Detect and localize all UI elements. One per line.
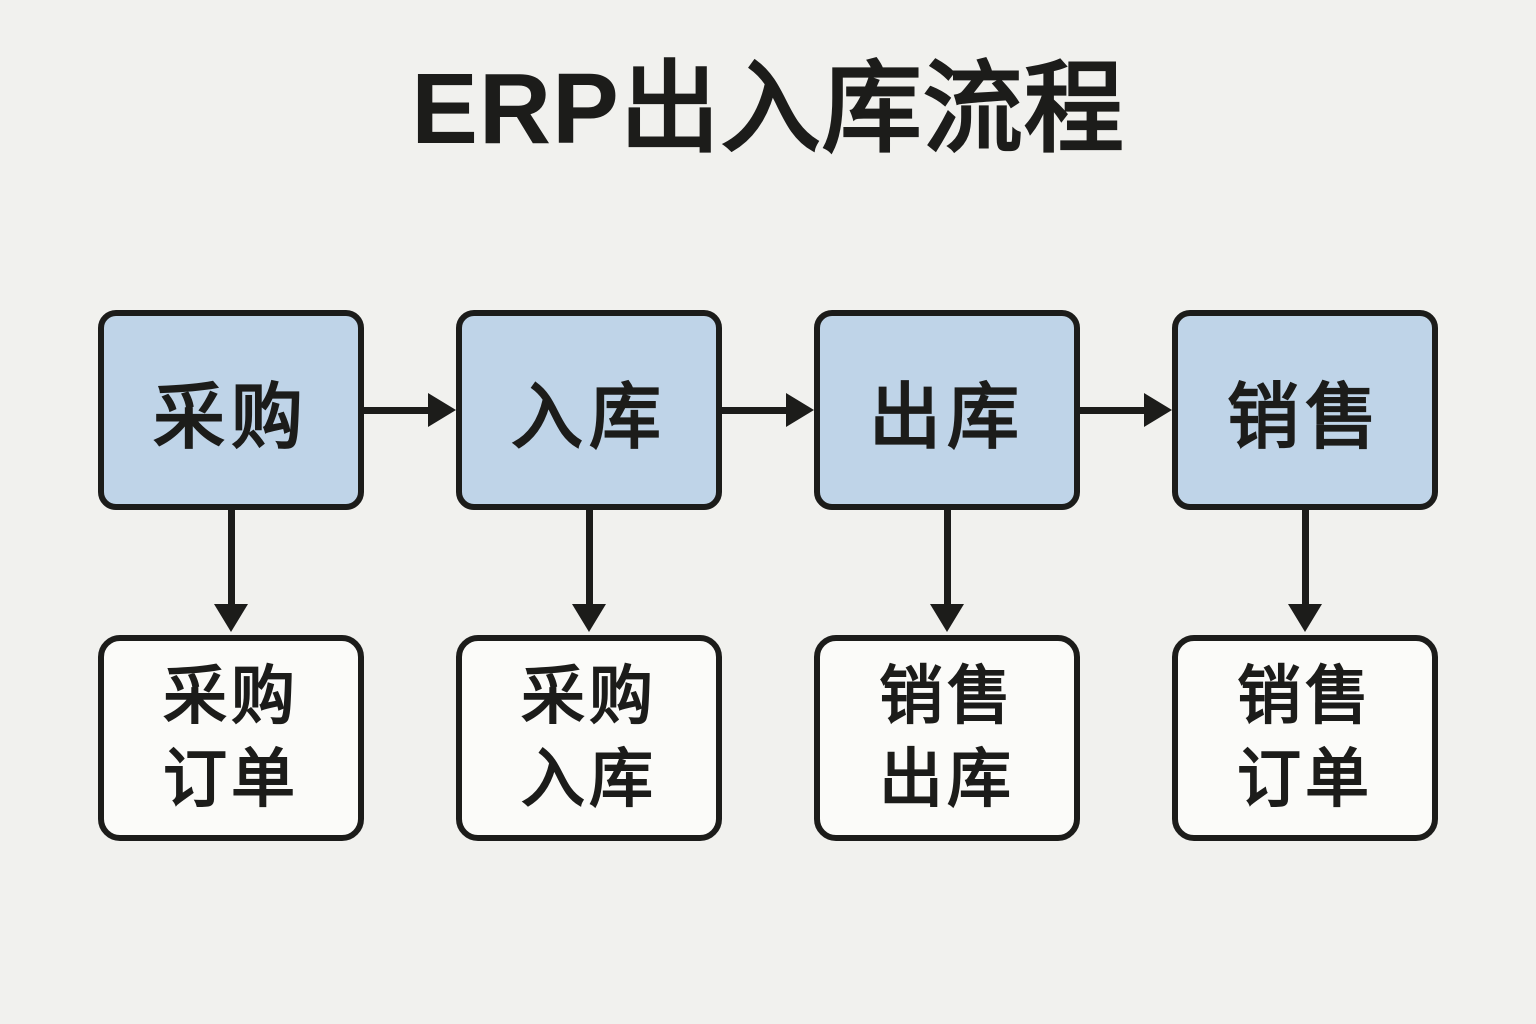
flow-arrow-right-2 xyxy=(722,310,814,510)
flow-arrow-down-3 xyxy=(814,510,1080,635)
document-node-purchase-inbound: 采购 入库 xyxy=(456,635,722,841)
arrow-shaft xyxy=(1301,510,1309,604)
arrow-down-icon xyxy=(214,604,248,632)
process-node-outbound: 出库 xyxy=(814,310,1080,510)
arrow-shaft xyxy=(722,406,786,414)
arrow-right-icon xyxy=(428,393,456,427)
page-title: ERP出入库流程 xyxy=(411,53,1125,165)
process-node-purchase: 采购 xyxy=(98,310,364,510)
flow-arrow-down-2 xyxy=(456,510,722,635)
arrow-down-icon xyxy=(572,604,606,632)
arrow-down-icon xyxy=(930,604,964,632)
arrow-down-icon xyxy=(1288,604,1322,632)
process-node-sales: 销售 xyxy=(1172,310,1438,510)
arrow-shaft xyxy=(585,510,593,604)
flow-arrow-down-1 xyxy=(98,510,364,635)
document-node-sales-order: 销售 订单 xyxy=(1172,635,1438,841)
arrow-shaft xyxy=(943,510,951,604)
arrow-shaft xyxy=(227,510,235,604)
document-node-sales-outbound: 销售 出库 xyxy=(814,635,1080,841)
flow-arrow-right-1 xyxy=(364,310,456,510)
process-node-inbound: 入库 xyxy=(456,310,722,510)
arrow-shaft xyxy=(364,406,428,414)
arrow-right-icon xyxy=(1144,393,1172,427)
document-node-purchase-order: 采购 订单 xyxy=(98,635,364,841)
flow-arrow-right-3 xyxy=(1080,310,1172,510)
arrow-right-icon xyxy=(786,393,814,427)
flow-diagram: 采购 入库 出库 销售 xyxy=(98,310,1438,841)
flow-arrow-down-4 xyxy=(1172,510,1438,635)
arrow-shaft xyxy=(1080,406,1144,414)
